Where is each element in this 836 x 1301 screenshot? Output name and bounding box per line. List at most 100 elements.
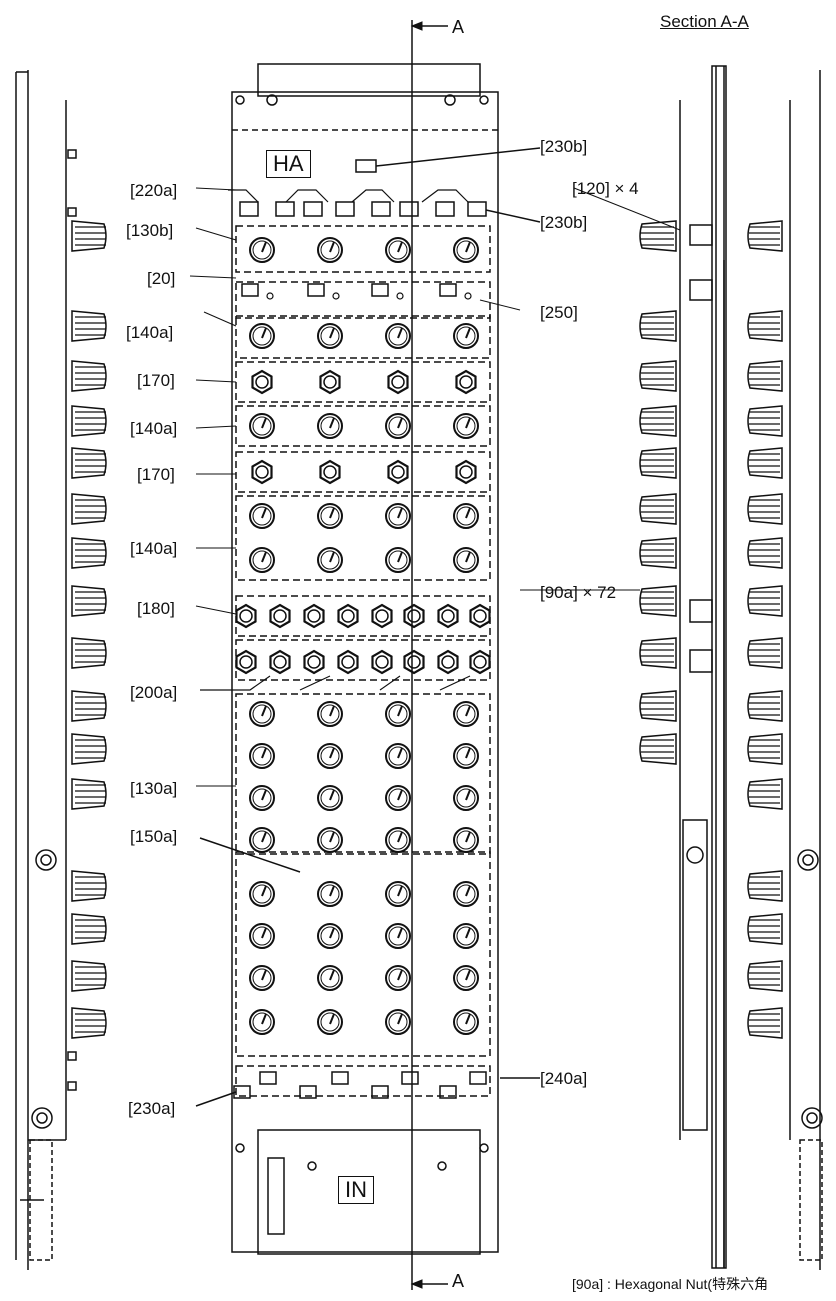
nut-180 — [403, 603, 425, 629]
dial-150a-ring — [320, 968, 340, 988]
dial-140a-2-pointer — [465, 417, 471, 429]
nut-170-1 — [251, 369, 273, 395]
dial-130a — [317, 743, 343, 769]
left-knob — [71, 960, 107, 992]
nut-180 — [437, 603, 459, 629]
callout-leader — [195, 379, 237, 383]
dial-130b-ring — [456, 240, 476, 260]
dial-150a-ring — [252, 1012, 272, 1032]
callout-leader — [573, 187, 681, 231]
dial-150a-ring — [456, 1012, 476, 1032]
nut-170-2 — [387, 459, 409, 485]
dial-140a-3a-pointer — [397, 507, 403, 519]
module-230a-240a — [235, 1065, 491, 1097]
left-knob — [71, 1007, 107, 1039]
dial-130a — [249, 701, 275, 727]
dial-130a-ring — [388, 830, 408, 850]
nut-200a — [437, 649, 459, 675]
dial-150a-pointer — [397, 1013, 403, 1025]
left-rail-tab — [67, 149, 77, 159]
dial-150a-pointer — [261, 1013, 267, 1025]
callout-leader — [195, 425, 237, 429]
section-title: Section A-A — [660, 12, 749, 31]
left-lower-fastener — [31, 1107, 53, 1129]
callout-200a: [200a] — [130, 683, 178, 702]
dial-140a-3a-ring — [388, 506, 408, 526]
dial-140a-3a-pointer — [465, 507, 471, 519]
left-rail-tab — [67, 1081, 77, 1091]
leader-230b-mid — [485, 209, 541, 223]
module-140a-3 — [235, 495, 491, 581]
callout-170-1: [170] — [137, 371, 175, 390]
nut-170-2-hole — [255, 465, 269, 479]
dial-140a-1-pointer — [261, 327, 267, 339]
dial-130a — [453, 743, 479, 769]
dial-140a-3b — [249, 547, 275, 573]
dial-130a-pointer — [261, 747, 267, 759]
left-knob — [71, 913, 107, 945]
nut-200a-hole — [473, 655, 487, 669]
module-20-250 — [235, 281, 491, 319]
module-170-2 — [235, 451, 491, 493]
nut-170-2 — [251, 459, 273, 485]
leader-200a — [200, 675, 471, 691]
left-knob — [71, 690, 107, 722]
nut-180-hole — [273, 609, 287, 623]
corner-hole — [235, 95, 245, 105]
callout-170-2: [170] — [137, 465, 175, 484]
nut-170-1-hole — [323, 375, 337, 389]
clip-20-hole — [396, 292, 404, 300]
nut-180-hole — [239, 609, 253, 623]
nut-180 — [235, 603, 257, 629]
connector-230a — [371, 1085, 389, 1099]
module-150a — [235, 851, 491, 1057]
dial-140a-1 — [317, 323, 343, 349]
dial-130b — [249, 237, 275, 263]
leader-150a — [199, 837, 301, 873]
dial-150a-ring — [320, 926, 340, 946]
dial-140a-3a — [385, 503, 411, 529]
front-panel — [231, 91, 499, 1253]
right-knob — [747, 637, 783, 669]
connector-230a — [299, 1085, 317, 1099]
section-bracket — [682, 819, 708, 1131]
left-knob — [71, 405, 107, 437]
dial-140a-3a-ring — [456, 506, 476, 526]
nut-180-hole — [473, 609, 487, 623]
section-knob — [639, 585, 677, 617]
dial-150a-pointer — [261, 927, 267, 939]
left-knob — [71, 493, 107, 525]
dial-130a-ring — [252, 830, 272, 850]
right-knob — [747, 778, 783, 810]
dial-130a-ring — [320, 746, 340, 766]
left-knob — [71, 360, 107, 392]
dial-150a-pointer — [329, 969, 335, 981]
right-knob — [747, 690, 783, 722]
leader-230b-top — [375, 147, 541, 167]
nut-200a — [269, 649, 291, 675]
dial-130a — [453, 785, 479, 811]
dial-150a — [385, 881, 411, 907]
nut-180-hole — [375, 609, 389, 623]
dial-140a-2 — [249, 413, 275, 439]
dial-130a — [385, 827, 411, 853]
dial-130a — [249, 827, 275, 853]
left-lower-fastener-inner — [36, 1112, 48, 1124]
section-connector — [689, 224, 713, 246]
dial-150a — [385, 923, 411, 949]
nut-200a — [371, 649, 393, 675]
dial-140a-2 — [453, 413, 479, 439]
dial-130a-ring — [388, 746, 408, 766]
dial-140a-2-ring — [252, 416, 272, 436]
dial-140a-3b-ring — [456, 550, 476, 570]
callout-leader — [195, 227, 237, 241]
callout-leader — [203, 311, 237, 327]
left-rail-tab — [67, 1051, 77, 1061]
connector-block — [399, 201, 419, 217]
left-rail-tab — [67, 207, 77, 217]
dial-150a — [317, 965, 343, 991]
dial-150a-ring — [456, 926, 476, 946]
nut-170-2 — [319, 459, 341, 485]
section-connector — [689, 279, 713, 301]
